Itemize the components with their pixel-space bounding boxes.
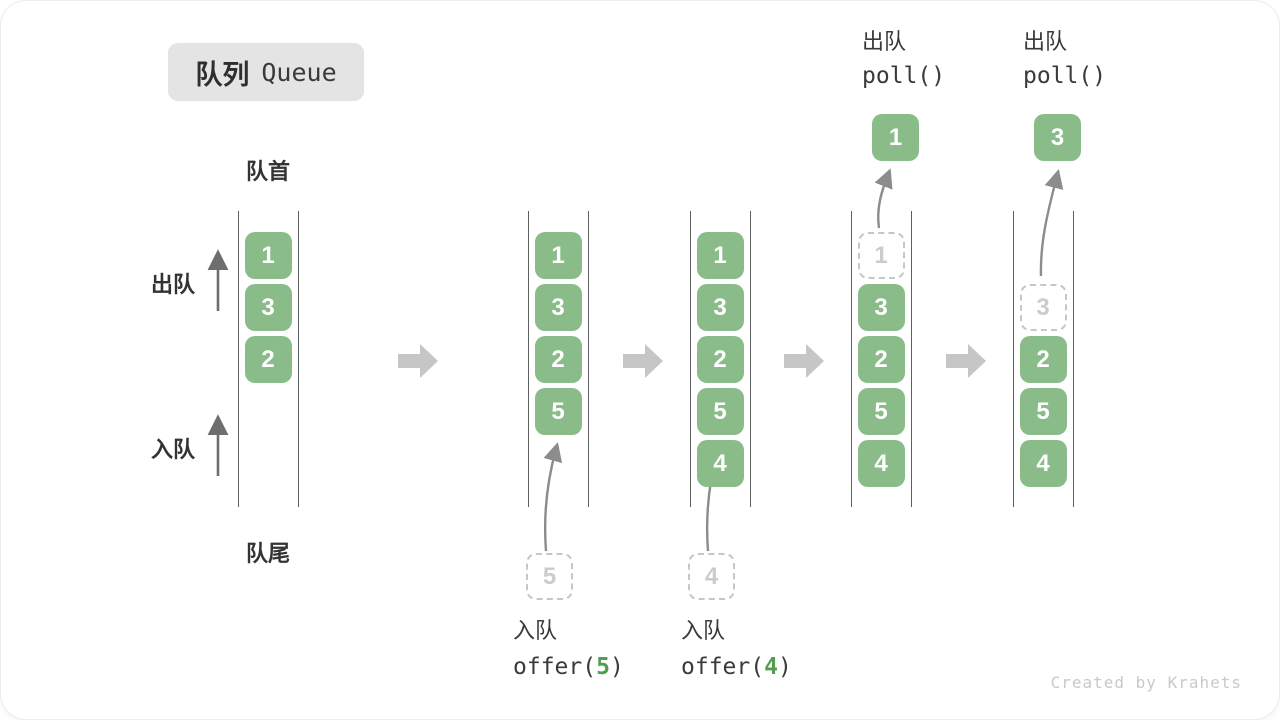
state-transition-arrow-icon <box>946 344 986 378</box>
queue-item: 3 <box>696 284 744 331</box>
queue-wall-left <box>238 211 239 507</box>
queue-item-ghost: 3 <box>1019 284 1067 331</box>
label-queue-rear: 队尾 <box>245 541 290 566</box>
label-enqueue: 入队 <box>151 437 196 462</box>
queue-item: 5 <box>696 388 744 435</box>
queue-item: 5 <box>857 388 905 435</box>
op-enqueue-4-label: 入队 <box>681 618 726 643</box>
code-arg: 5 <box>596 654 610 680</box>
poll-3-arrow-icon <box>1039 169 1064 277</box>
code-arg: 4 <box>764 654 778 680</box>
op-enqueue-5: 入队 offer(5) <box>513 613 624 685</box>
queue-item: 2 <box>244 336 292 383</box>
queue-item: 3 <box>244 284 292 331</box>
queue-wall-right <box>588 211 589 507</box>
queue-wall-right <box>911 211 912 507</box>
queue-item-ghost: 1 <box>857 232 905 279</box>
state-transition-arrow-icon <box>623 344 663 378</box>
label-queue-front: 队首 <box>245 159 290 184</box>
op-poll-first: 出队 poll() <box>862 24 945 94</box>
op-poll-second-label: 出队 <box>1023 29 1068 54</box>
queue-wall-left <box>528 211 529 507</box>
op-poll-first-label: 出队 <box>862 29 907 54</box>
queue-item: 2 <box>534 336 582 383</box>
state-transition-arrow-icon <box>398 344 438 378</box>
op-poll-second-code: poll() <box>1023 63 1107 89</box>
poll-1-arrow-icon <box>874 168 893 229</box>
queue-item: 2 <box>857 336 905 383</box>
state-transition-arrow-icon <box>784 344 824 378</box>
polled-item: 1 <box>872 114 919 161</box>
watermark: Created by Krahets <box>1050 673 1242 692</box>
queue-item: 2 <box>1019 336 1067 383</box>
code-text: offer( <box>513 654 597 680</box>
op-enqueue-5-code: offer(5) <box>513 649 624 685</box>
pending-item: 4 <box>688 553 735 600</box>
queue-item: 5 <box>1019 388 1067 435</box>
queue-item: 4 <box>857 440 905 487</box>
queue-item: 3 <box>857 284 905 331</box>
enqueue-5-arrow-icon <box>543 442 563 552</box>
queue-wall-right <box>1073 211 1074 507</box>
code-text: ) <box>777 654 792 680</box>
op-enqueue-4-code: offer(4) <box>681 649 792 685</box>
op-poll-second: 出队 poll() <box>1023 24 1106 94</box>
queue-item: 2 <box>696 336 744 383</box>
code-text: offer( <box>681 654 765 680</box>
code-text: ) <box>609 654 624 680</box>
label-dequeue: 出队 <box>151 272 196 297</box>
queue-item: 1 <box>696 232 744 279</box>
polled-item: 3 <box>1034 114 1081 161</box>
op-enqueue-4: 入队 offer(4) <box>681 613 792 685</box>
title-zh: 队列 <box>195 59 250 90</box>
pending-item: 5 <box>526 553 573 600</box>
op-poll-first-code: poll() <box>862 63 946 89</box>
queue-wall-left <box>851 211 852 507</box>
queue-item: 3 <box>534 284 582 331</box>
op-enqueue-5-label: 入队 <box>513 618 558 643</box>
queue-wall-left <box>1013 211 1014 507</box>
title-badge: 队列 Queue <box>168 43 364 101</box>
queue-item: 1 <box>244 232 292 279</box>
queue-wall-left <box>690 211 691 507</box>
queue-item: 5 <box>534 388 582 435</box>
queue-item: 4 <box>696 440 744 487</box>
queue-wall-right <box>750 211 751 507</box>
queue-item: 4 <box>1019 440 1067 487</box>
queue-wall-right <box>298 211 299 507</box>
title-en: Queue <box>261 57 337 87</box>
queue-item: 1 <box>534 232 582 279</box>
